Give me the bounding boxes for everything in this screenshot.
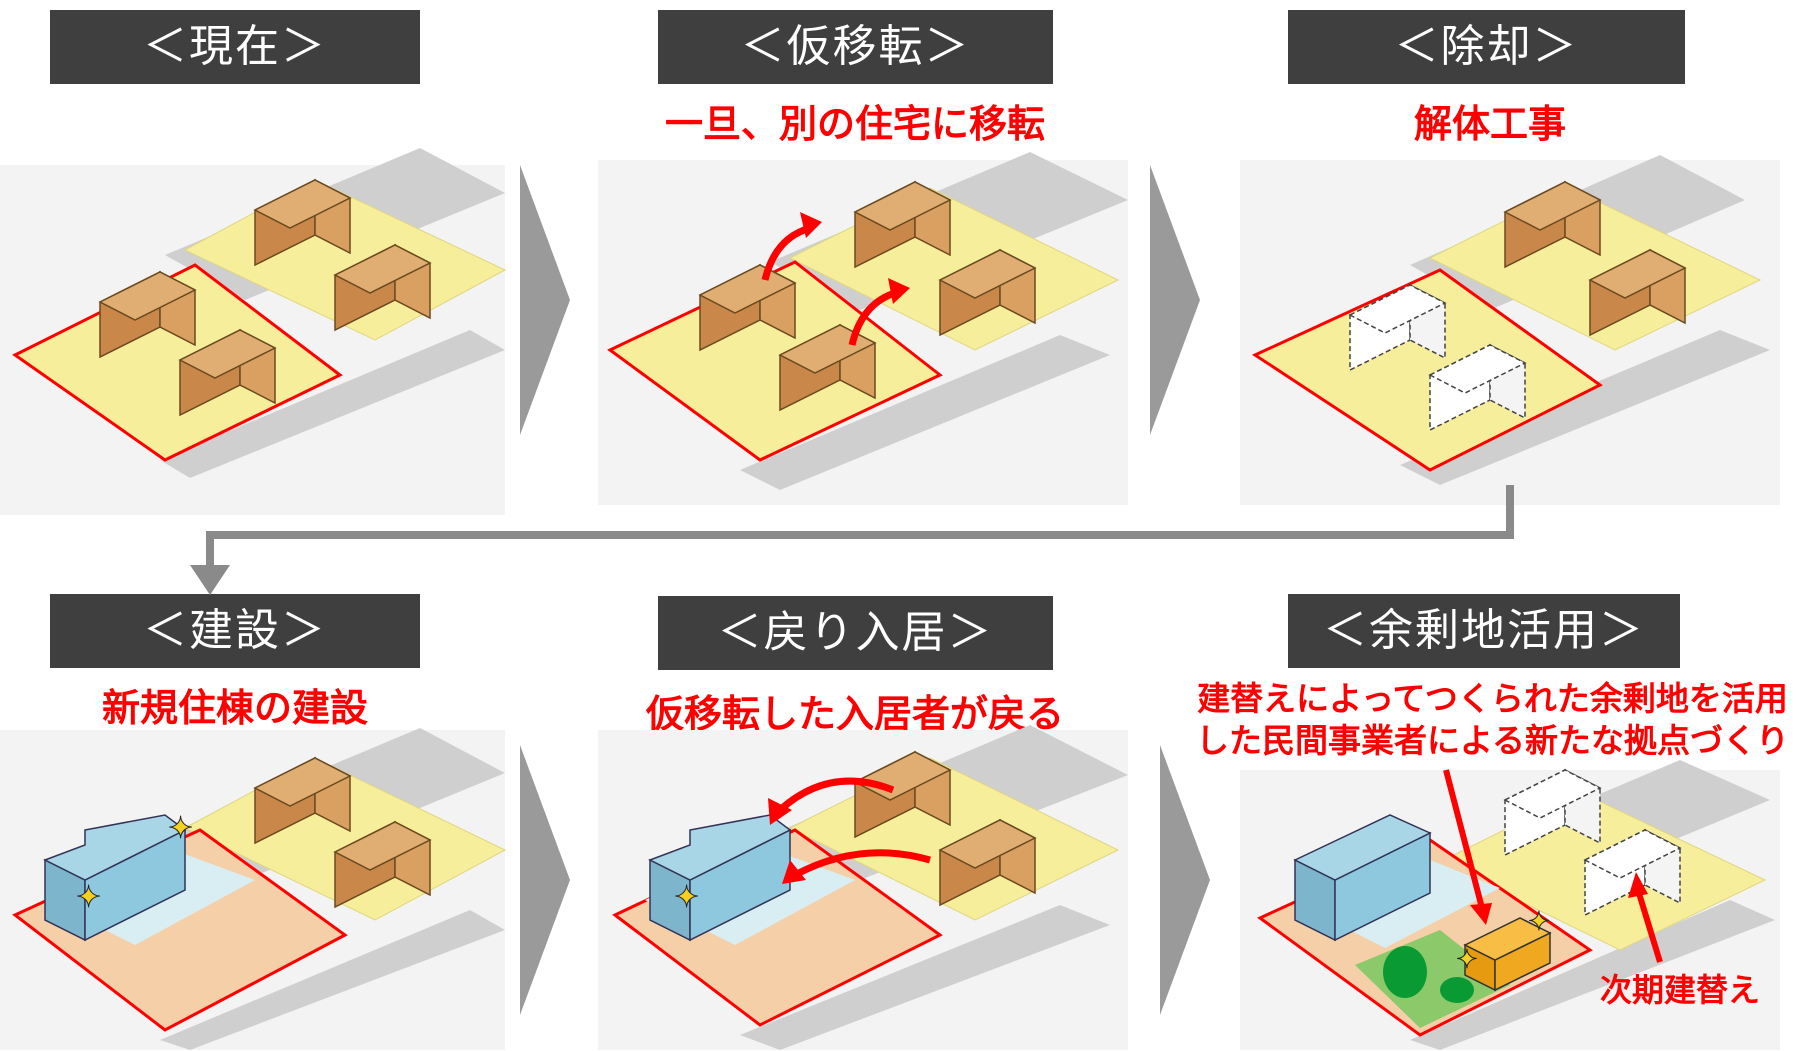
pointer-arrow [1635,889,1663,963]
chevron-arrow-icon [520,165,570,435]
caption-temporary-relocation: 一旦、別の住宅に移転 [664,102,1045,146]
panel-current [0,148,507,515]
sparkle-icon: ✦ [76,880,101,915]
row-connector-arrow [190,485,1514,595]
annotation-next-rebuild: 次期建替え [1599,971,1760,1009]
sparkle-icon: ✦ [1456,945,1478,975]
panel-construction: ✦ ✦ [0,728,507,1050]
caption-return-move-in: 仮移転した入居者が戻る [645,692,1064,736]
chevron-arrow-icon [520,745,570,1015]
caption-surplus-land-line1: 建替えによってつくられた余剰地を活用 [1197,679,1788,718]
stage-title-current: ＜現在＞ [50,10,420,84]
relocation-arrow [761,224,812,281]
return-arrow [793,849,931,879]
pointer-arrow [1443,769,1485,909]
stage-title-demolition: ＜除却＞ [1288,10,1685,84]
stage-title-construction: ＜建設＞ [50,594,420,668]
tree [1440,977,1474,1003]
sparkle-icon: ✦ [168,811,193,846]
panel-demolition [1240,155,1780,505]
sparkle-icon: ✦ [1528,907,1550,937]
stage-title-temporary-relocation: ＜仮移転＞ [658,10,1053,84]
caption-demolition: 解体工事 [1413,102,1566,146]
panel-return-move-in: ✦ [598,725,1128,1050]
caption-surplus-land-line2: した民間事業者による新たな拠点づくり [1195,721,1789,760]
new-building [1293,814,1432,942]
road [160,330,505,478]
chevron-arrow-icon [1160,745,1210,1015]
caption-construction: 新規住棟の建設 [101,686,368,730]
stage-title-return-move-in: ＜戻り入居＞ [658,596,1053,670]
panel-surplus-land-use: ✦ ✦ [1240,760,1780,1050]
return-arrow [777,777,895,813]
chevron-arrow-icon [1150,165,1200,435]
panel-temporary-relocation [598,152,1128,505]
stage-title-surplus-land-use: ＜余剰地活用＞ [1288,594,1680,668]
private-facility-building [1463,917,1552,992]
sparkle-icon: ✦ [674,880,699,915]
new-building [648,814,792,942]
tree [1383,946,1427,998]
new-building [43,814,187,942]
